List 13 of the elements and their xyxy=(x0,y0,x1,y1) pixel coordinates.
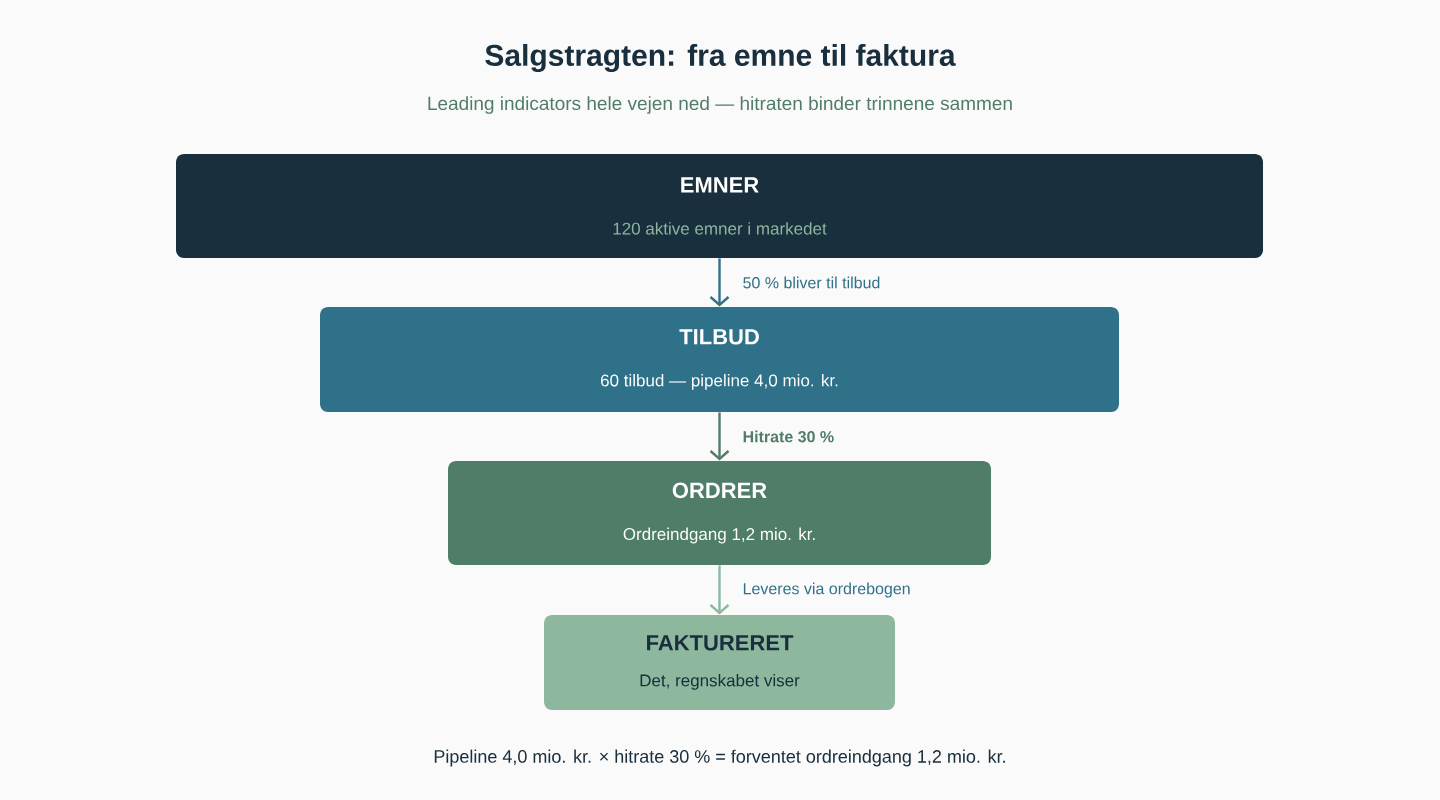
arrow xyxy=(709,412,730,461)
process-box: FAKTURERET Det, regnskabet viser xyxy=(544,615,895,710)
title: Salgstragten: fra emne til faktura xyxy=(485,43,956,73)
process-box: TILBUD 60 tilbud — pipeline 4,0 mio. kr. xyxy=(320,307,1119,412)
process-box: EMNER 120 aktive emner i markedet xyxy=(176,154,1263,258)
edge-label: Leveres via ordrebogen xyxy=(743,582,910,598)
edge-label: Hitrate 30 % xyxy=(743,430,834,443)
subtitle: Leading indicators hele vejen ned — hitraten binder trinnene sammen xyxy=(428,96,1012,114)
formula-note: Pipeline 4,0 mio. kr. × hitrate 30 % = forventet ordreindgang 1,2 mio. kr. xyxy=(434,749,1005,767)
arrow xyxy=(709,258,730,307)
arrow xyxy=(709,565,730,615)
process-box: ORDRER Ordreindgang 1,2 mio. kr. xyxy=(448,461,991,565)
edge-label: 50 % bliver til tilbud xyxy=(743,276,880,289)
